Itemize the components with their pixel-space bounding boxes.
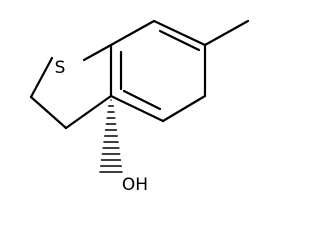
bond-s-c2 bbox=[29, 56, 54, 99]
stereo-hash-wedge bbox=[99, 99, 123, 173]
bond-c5-c4a bbox=[109, 94, 165, 123]
molecule-diagram: S OH bbox=[29, 19, 250, 195]
bond-c6-c5 bbox=[161, 94, 207, 123]
structure-canvas: S OH bbox=[29, 19, 250, 195]
bond-c8-c7 bbox=[152, 19, 207, 47]
bond-c8a-c8 bbox=[109, 19, 156, 47]
bond-c8a-s bbox=[82, 43, 113, 62]
bond-c3-c4 bbox=[64, 94, 113, 130]
bond-c7-c7-inner bbox=[158, 29, 201, 52]
bond-c2-c3 bbox=[29, 95, 68, 130]
sulfur-atom-label: S bbox=[55, 58, 66, 78]
bond-c6-methyl bbox=[203, 19, 250, 47]
bond-c5-c4a-inner bbox=[122, 89, 162, 111]
hydroxyl-label: OH bbox=[122, 175, 148, 195]
